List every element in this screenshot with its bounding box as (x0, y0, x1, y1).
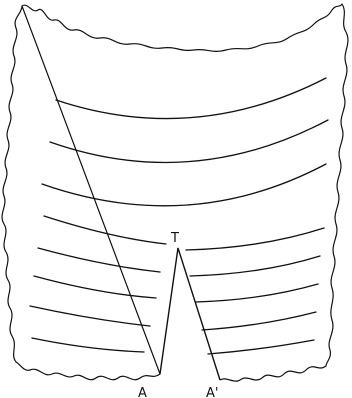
lower-right-band-5 (208, 340, 314, 354)
lower-left-band-2 (38, 248, 160, 272)
lower-right-band-1 (186, 228, 324, 250)
lower-left-band-5 (32, 338, 144, 352)
upper-band-1 (56, 78, 326, 119)
upper-band-3 (42, 164, 326, 206)
apex-label: T (170, 231, 179, 246)
notch-edges (160, 248, 220, 380)
lower-left-band-3 (34, 276, 156, 298)
lower-right-band-3 (196, 284, 318, 302)
lower-left-band-4 (30, 306, 150, 326)
sheet-outline (2, 4, 348, 381)
upper-band-2 (50, 120, 328, 162)
lower-right-band-2 (190, 256, 320, 276)
lower-right-band-4 (202, 312, 316, 330)
left-base-label: A (138, 386, 147, 398)
right-base-label: A' (206, 386, 218, 398)
lower-left-band-1 (44, 216, 166, 244)
